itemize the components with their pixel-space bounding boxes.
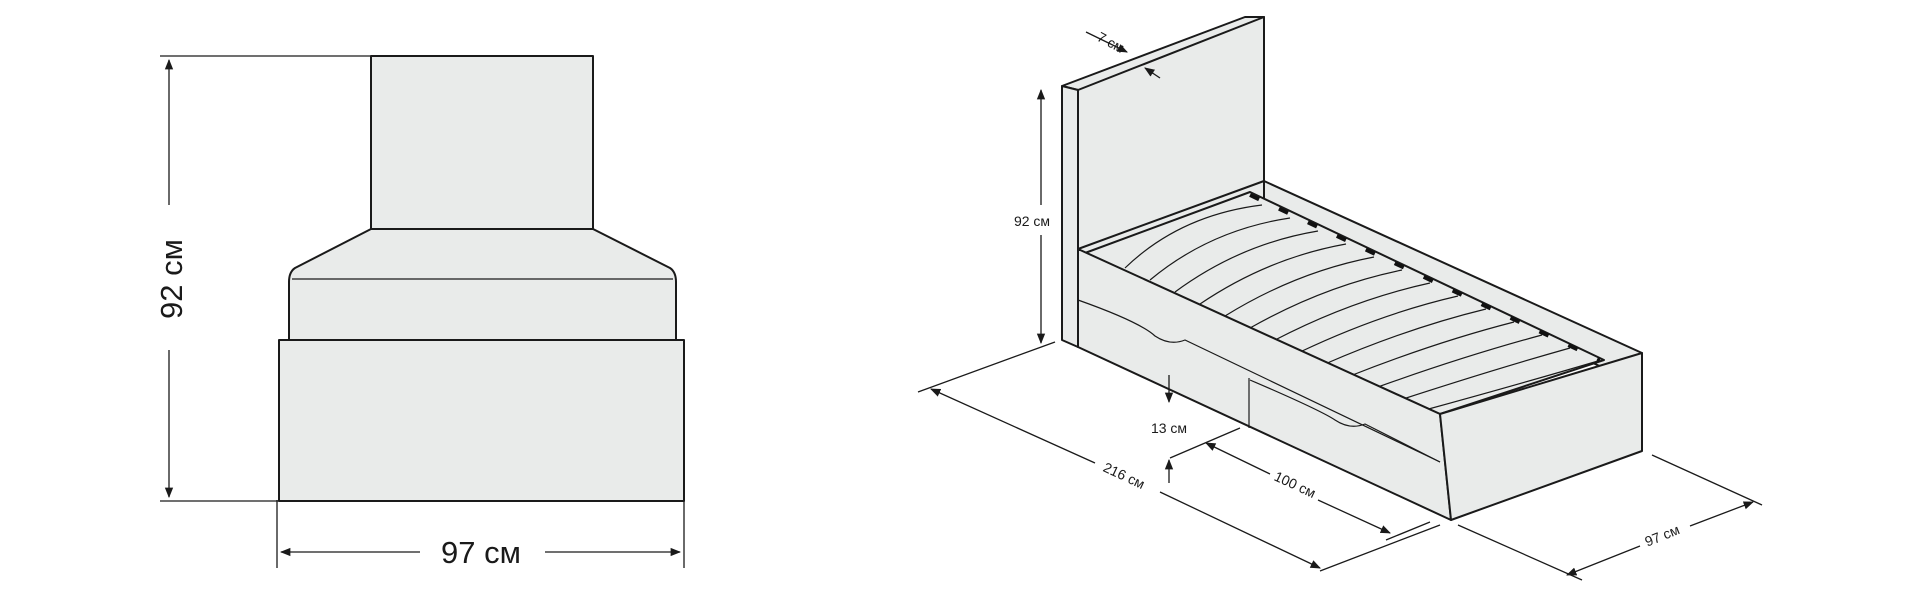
front-height-label: 92 см: [154, 239, 189, 319]
front-view: 92 см 97 см: [154, 55, 685, 570]
front-width-label: 97 см: [441, 535, 521, 570]
base-front: [278, 339, 685, 502]
slats: [1124, 204, 1599, 411]
iso-drawer-height-label: 13 см: [1151, 420, 1187, 436]
headboard-front: [370, 55, 594, 230]
iso-height-dimension: 92 см: [1014, 88, 1050, 345]
drawer-top-line: [1077, 299, 1441, 463]
front-height-dimension: 92 см: [154, 55, 371, 502]
foot-end-panel: [1439, 352, 1643, 521]
front-width-dimension: 97 см: [276, 500, 685, 570]
iso-drawer-height-dimension: 13 см: [1151, 375, 1187, 483]
mattress-front: [288, 228, 677, 341]
iso-width-label: 97 см: [1642, 521, 1681, 549]
iso-height-label: 92 см: [1014, 213, 1050, 229]
iso-length-label: 216 см: [1101, 459, 1148, 492]
headboard-edge: [1061, 85, 1079, 348]
iso-thickness-label: 7 см: [1095, 29, 1128, 56]
isometric-view: 7 см 92 см 216 см 100 см 13 см: [917, 16, 1763, 581]
slat-holders: [1249, 193, 1601, 362]
drawer-handle-curve: [1249, 379, 1441, 463]
iso-drawer-length-label: 100 см: [1272, 468, 1319, 501]
